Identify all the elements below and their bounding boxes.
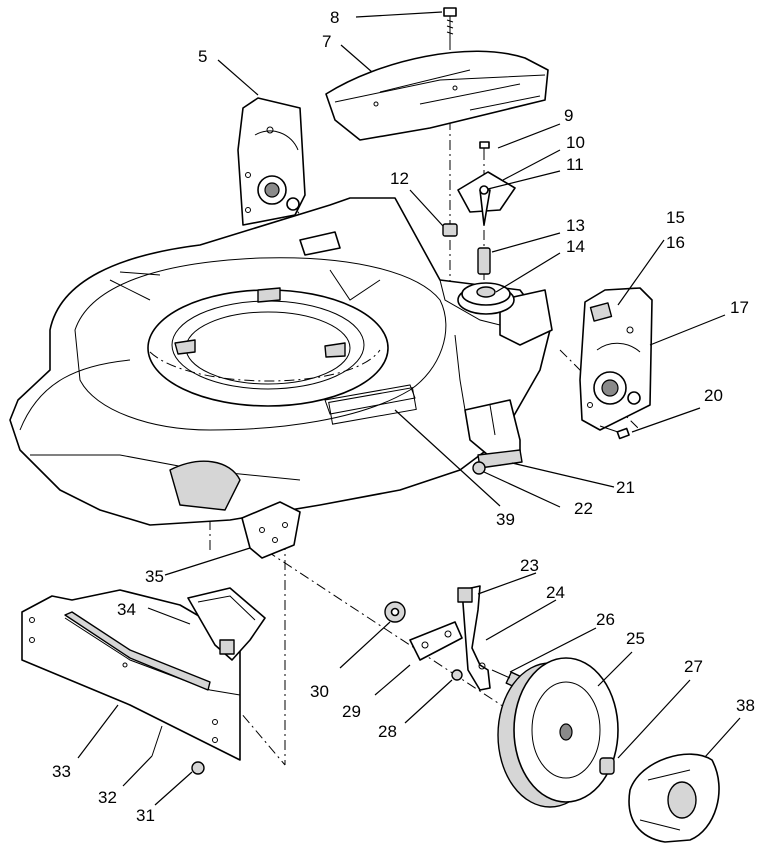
callout-13: 13 xyxy=(566,216,585,235)
callout-27: 27 xyxy=(684,657,703,676)
callout-17: 17 xyxy=(730,298,749,317)
callout-9: 9 xyxy=(564,106,573,125)
nut-part-22 xyxy=(472,461,486,475)
callout-23: 23 xyxy=(520,556,539,575)
axle-bracket-part-29 xyxy=(409,621,463,661)
callout-39: 39 xyxy=(496,510,515,529)
height-adjuster-plate-part-5 xyxy=(237,97,306,226)
callout-20: 20 xyxy=(704,386,723,405)
bracket-parts-9-10-11 xyxy=(457,141,516,226)
plug-part-12 xyxy=(442,223,458,237)
callout-26: 26 xyxy=(596,610,615,629)
callout-leaders xyxy=(77,11,741,806)
callout-25: 25 xyxy=(626,629,645,648)
callout-16: 16 xyxy=(666,233,685,252)
spacer-part-13 xyxy=(477,247,491,275)
washer-part-28 xyxy=(451,669,463,681)
nut-part-31 xyxy=(191,761,205,775)
mower-deck-main xyxy=(9,197,553,526)
callout-22: 22 xyxy=(574,499,593,518)
callout-35: 35 xyxy=(145,567,164,586)
wheel-part-25 xyxy=(497,657,619,808)
callout-33: 33 xyxy=(52,762,71,781)
rear-cover-part-7 xyxy=(325,50,549,141)
screw-part-32 xyxy=(151,725,163,757)
bolt-part-8 xyxy=(443,7,457,42)
callout-7: 7 xyxy=(322,32,331,51)
shield-bracket-part-21 xyxy=(464,399,523,469)
pulley-part-14 xyxy=(457,282,515,315)
callout-5: 5 xyxy=(198,47,207,66)
callout-29: 29 xyxy=(342,702,361,721)
callout-31: 31 xyxy=(136,806,155,825)
callout-21: 21 xyxy=(616,478,635,497)
height-adjuster-plate-parts-15-16-17 xyxy=(579,287,653,431)
spacer-part-27 xyxy=(599,757,615,775)
rear-shield-part-33 xyxy=(21,589,241,761)
callout-14: 14 xyxy=(566,237,585,256)
decal-part-39 xyxy=(324,384,416,415)
callout-labels: 5 7 8 9 10 11 12 13 14 15 16 17 20 21 22… xyxy=(52,8,755,825)
callout-34: 34 xyxy=(117,600,136,619)
hubcap-part-38 xyxy=(628,753,720,843)
washer-part-30 xyxy=(384,601,406,623)
bolt-part-20 xyxy=(599,425,630,440)
height-lever-parts-23-24 xyxy=(457,585,491,691)
callout-24: 24 xyxy=(546,583,565,602)
callout-11: 11 xyxy=(566,155,584,174)
discharge-plug-part-34 xyxy=(187,587,266,661)
callout-32: 32 xyxy=(98,788,117,807)
callout-28: 28 xyxy=(378,722,397,741)
callout-8: 8 xyxy=(330,8,339,27)
callout-38: 38 xyxy=(736,696,755,715)
callout-30: 30 xyxy=(310,682,329,701)
callout-15: 15 xyxy=(666,208,685,227)
callout-12: 12 xyxy=(390,169,409,188)
callout-10: 10 xyxy=(566,133,585,152)
